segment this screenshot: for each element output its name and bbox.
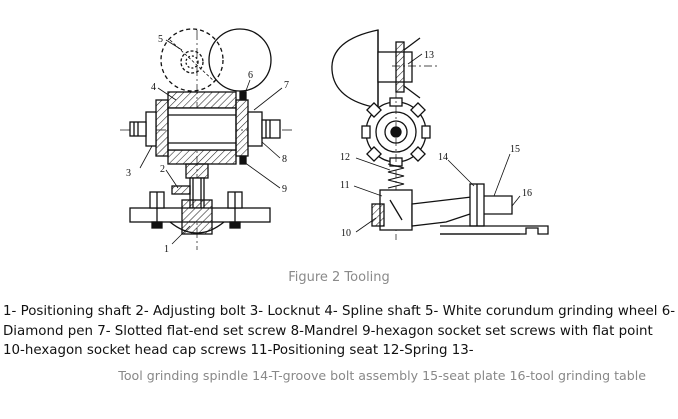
callout-4: 4: [151, 82, 156, 93]
left-view: [120, 28, 292, 250]
legend-line: Diamond pen 7- Slotted flat-end set scre…: [3, 323, 653, 339]
legend-line: 10-hexagon socket head cap screws 11-Pos…: [3, 343, 474, 358]
callout-8: 8: [282, 154, 287, 165]
callout-7: 7: [284, 80, 289, 91]
legend-line: Tool grinding spindle 14-T-groove bolt a…: [118, 368, 646, 383]
callout-11: 11: [340, 180, 350, 191]
callout-3: 3: [126, 168, 131, 179]
tooling-drawing: 5 4 6 7 8 9 3 2 1: [120, 28, 549, 255]
figure-caption: Figure 2 Tooling: [288, 270, 390, 285]
callout-16: 16: [522, 188, 532, 199]
spring: [387, 163, 405, 189]
right-view: [331, 29, 549, 240]
tool-grinding-spindle: [331, 29, 379, 109]
spline-shaft-housing: [167, 91, 237, 109]
mandrel: [247, 111, 263, 147]
callout-5: 5: [158, 34, 163, 45]
callout-1: 1: [164, 244, 169, 255]
adjusting-bolt: [171, 185, 191, 195]
locknut: [145, 111, 157, 147]
callout-12: 12: [340, 152, 350, 163]
callout-13: 13: [424, 50, 434, 61]
tool-grinding-table: [440, 225, 549, 235]
callout-6: 6: [248, 70, 253, 81]
legend-line: 1- Positioning shaft 2- Adjusting bolt 3…: [3, 304, 676, 319]
callout-9: 9: [282, 184, 287, 195]
spline-shaft: [167, 107, 237, 151]
callout-14: 14: [438, 152, 448, 163]
callout-2: 2: [160, 164, 165, 175]
grinding-wheel: [208, 28, 272, 92]
grinding-wheel-dashed: [160, 28, 224, 92]
callout-15: 15: [510, 144, 520, 155]
callout-10: 10: [341, 228, 351, 239]
seat-plate: [411, 195, 513, 227]
figure-legend: 1- Positioning shaft 2- Adjusting bolt 3…: [3, 302, 675, 361]
